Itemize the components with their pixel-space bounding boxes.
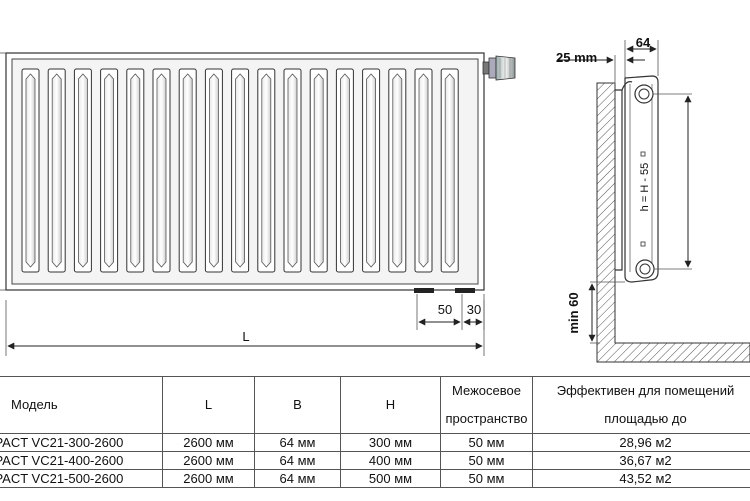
radiator-fin-inner [392, 73, 403, 268]
radiator-fins [21, 68, 459, 273]
bottom-connection-left [414, 288, 434, 293]
cell-length: 2600 мм [162, 469, 255, 488]
length-label: L [242, 329, 249, 344]
length-dimension: L [5, 300, 485, 356]
radiator-fin-inner [444, 73, 455, 268]
header-length: L [162, 376, 255, 434]
depth-label: 64 [636, 35, 651, 50]
radiator-technical-drawing: L 50 30 h = H - 55 [0, 35, 750, 363]
cell-area: 28,96 м2 [532, 433, 750, 452]
radiator-fin-inner [340, 73, 350, 268]
header-model: Модель [0, 376, 163, 434]
radiator-fin-inner [209, 73, 219, 268]
cell-axis: 50 мм [440, 451, 533, 470]
radiator-fin-inner [104, 73, 114, 268]
radiator-fin-inner [130, 73, 141, 268]
cell-area: 43,52 м2 [532, 469, 750, 488]
axis-distance-label: h = H - 55 [639, 163, 651, 212]
cell-area: 36,67 м2 [532, 451, 750, 470]
radiator-fin-inner [182, 73, 193, 268]
radiator-fin-inner [418, 73, 429, 268]
cell-model: IMPACT VC21-400-2600 [0, 451, 163, 470]
header-depth: B [254, 376, 341, 434]
radiator-fin-inner [235, 73, 245, 268]
floor-gap-label: min 60 [566, 292, 581, 333]
cell-depth: 64 мм [254, 469, 341, 488]
cell-length: 2600 мм [162, 451, 255, 470]
bottom-connection-right [455, 288, 475, 293]
radiator-fin-inner [78, 73, 88, 268]
cell-depth: 64 мм [254, 433, 341, 452]
cell-height: 400 мм [340, 451, 441, 470]
radiator-fin-inner [25, 73, 36, 268]
radiator-fin-inner [156, 73, 167, 268]
header-height: H [340, 376, 441, 434]
cell-height: 300 мм [340, 433, 441, 452]
valve-spacing-dimension: 50 30 [416, 294, 485, 330]
radiator-side-view: h = H - 55 [590, 75, 750, 363]
radiator-fin-inner [51, 73, 62, 268]
radiator-fin-inner [261, 73, 272, 268]
cell-height: 500 мм [340, 469, 441, 488]
wall-gap-label: 25 mm [556, 50, 597, 65]
cell-axis: 50 мм [440, 433, 533, 452]
valve-offset-label: 30 [467, 302, 481, 317]
thermostatic-valve [482, 55, 516, 81]
depth-dimensions: 25 mm 64 [556, 35, 659, 84]
radiator-front-view [5, 52, 485, 293]
radiator-fin-inner [366, 73, 376, 268]
valve-spacing-label: 50 [438, 302, 452, 317]
cell-length: 2600 мм [162, 433, 255, 452]
radiator-fin-inner [313, 73, 324, 268]
cell-model: IMPACT VC21-300-2600 [0, 433, 163, 452]
floor-gap-dimension: min 60 [566, 283, 596, 342]
cell-axis: 50 мм [440, 469, 533, 488]
cell-model: IMPACT VC21-500-2600 [0, 469, 163, 488]
cell-depth: 64 мм [254, 451, 341, 470]
radiator-fin-inner [287, 73, 298, 268]
